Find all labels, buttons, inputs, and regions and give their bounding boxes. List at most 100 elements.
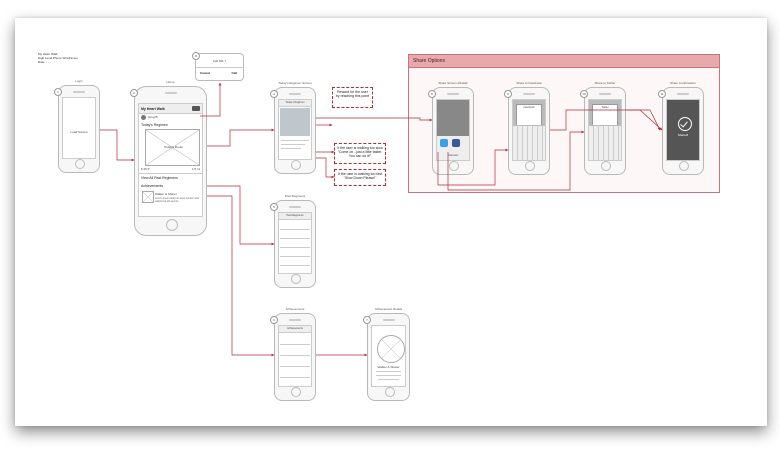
avatar — [141, 115, 146, 120]
phone-login: Login 1 Load Screen — [54, 79, 100, 173]
keyboard[interactable] — [589, 125, 621, 160]
badge-image — [377, 335, 405, 363]
nav-bar: Past Regimens — [279, 213, 311, 220]
facebook-icon[interactable] — [452, 139, 460, 147]
shared-label: Shared! — [677, 133, 689, 137]
screen-area: Facebook — [512, 99, 546, 161]
route-image — [145, 129, 200, 166]
screen-caption: Share Screen (Modal) — [438, 81, 468, 85]
divider — [196, 67, 243, 68]
screen-number: 2 — [130, 89, 138, 97]
screen-number: 6 — [270, 316, 278, 324]
home-button[interactable] — [75, 159, 85, 169]
nav-bar: Today's Regimen — [279, 100, 311, 107]
phone-share-facebook: Share to Facebook 9 Facebook — [504, 81, 550, 175]
text-line — [281, 148, 301, 149]
screen-caption: Today's Regimen Screen — [278, 81, 312, 85]
achievements-link[interactable]: Achievements — [141, 184, 163, 188]
text-line — [281, 144, 305, 145]
text-line — [376, 375, 401, 376]
screen-number: 11 — [658, 90, 666, 98]
keyboard[interactable] — [513, 125, 545, 160]
screen-caption: Share to Twitter — [594, 81, 616, 85]
speaker — [164, 92, 177, 94]
screen-number: 5 — [270, 203, 278, 211]
screen-caption: Share Confirmation — [670, 81, 696, 85]
phone-achievements: Achievements 6 Achievements — [270, 307, 316, 401]
screen-number: 3 — [192, 52, 200, 60]
load-label: Load Screen — [70, 130, 88, 134]
speaker — [289, 319, 301, 321]
text-line — [378, 379, 399, 380]
home-button[interactable] — [601, 161, 611, 171]
screen-area: Twitter — [588, 99, 622, 161]
home-button[interactable] — [291, 160, 301, 170]
twitter-icon[interactable] — [440, 139, 448, 147]
call-button[interactable]: Call — [231, 71, 237, 75]
cancel-button[interactable]: Cancel — [200, 71, 210, 75]
map-view[interactable] — [280, 108, 310, 136]
arrow-facebook-compose — [447, 130, 585, 191]
phone-achievement-detail: Achievement Details 7 Walker & Sharer — [363, 307, 410, 401]
arrow-tw-confirm — [626, 109, 663, 131]
arrow-fb-confirm — [550, 109, 661, 131]
home-button[interactable] — [449, 161, 459, 171]
screen-number: 9 — [504, 90, 512, 98]
call-number: Call 911 ? — [212, 59, 227, 63]
achievement-text: Lorem ipsum dolor sit amet consec tetur … — [155, 197, 200, 203]
speaker — [599, 93, 611, 95]
speaker — [289, 93, 301, 95]
screen-caption: Achievement Details — [374, 307, 403, 311]
achievement-list[interactable] — [280, 334, 310, 384]
share-sheet: Cancel — [437, 136, 469, 160]
checkmark-icon — [678, 117, 692, 131]
screen-area: My Heart Walk Greg B. Today's Regimen To… — [138, 103, 203, 217]
home-button[interactable] — [384, 387, 395, 397]
screen-caption: Past Regimens — [284, 194, 306, 198]
callout-too-slow: If the user is walking too slow "Come on… — [334, 143, 386, 164]
project-note: My Heart Walk High Level Phone Wireframe… — [38, 52, 78, 64]
home-button[interactable] — [679, 161, 689, 171]
nav-title: Past Regimens — [286, 214, 304, 217]
screen-number: 10 — [580, 90, 588, 98]
arrow-main-past — [207, 185, 275, 246]
app-title: My Heart Walk — [141, 107, 165, 111]
speaker — [289, 206, 301, 208]
nav-bar: My Heart Walk — [139, 104, 202, 114]
speaker — [677, 93, 689, 95]
home-button[interactable] — [525, 161, 535, 171]
past-regimens-link[interactable]: View All Past Regimens — [141, 176, 178, 180]
compose-title: Facebook — [523, 106, 535, 109]
share-options-title: Share Options — [413, 58, 445, 64]
arrow-login-main — [100, 129, 135, 162]
home-button[interactable] — [165, 219, 178, 231]
arrow-main-map — [207, 128, 275, 147]
screen-number: 1 — [54, 88, 62, 96]
sos-button[interactable] — [192, 106, 200, 111]
screen-area: Achievements — [278, 325, 312, 387]
home-button[interactable] — [291, 274, 301, 284]
distance: 1.5 mi — [191, 167, 200, 171]
home-button[interactable] — [291, 387, 301, 397]
phone-past-regimens: Past Regimens 5 Past Regimens — [270, 194, 316, 288]
speaker — [523, 93, 535, 95]
arrow-main-achievements — [207, 195, 275, 357]
screen-area: Load Screen — [62, 97, 96, 159]
section-title: Today's Regimen — [141, 123, 168, 127]
phone-share-twitter: Share to Twitter 10 Twitter — [580, 81, 626, 175]
call-popup: 3 Call 911 ? Cancel Call — [192, 52, 244, 81]
screen-caption: Share to Facebook — [516, 81, 542, 85]
nav-title: Today's Regimen — [285, 101, 305, 104]
divider — [139, 173, 202, 174]
screen-area: Walker & Sharer — [371, 325, 406, 387]
achievement-title: Walker & Sharer — [377, 365, 400, 369]
achievement-badge — [142, 191, 154, 203]
regimen-list[interactable] — [280, 221, 310, 267]
arrow-map-share — [316, 117, 433, 122]
phone-share-modal: Share Screen (Modal) 8 Cancel — [428, 81, 474, 175]
cancel-button[interactable]: Cancel — [448, 153, 458, 157]
project-subtitle: High Level Phone Wireframes — [38, 56, 78, 60]
project-meta: Date: - - - — [38, 60, 51, 64]
speaker — [73, 91, 85, 93]
start-time: 6:15 P — [141, 167, 150, 171]
